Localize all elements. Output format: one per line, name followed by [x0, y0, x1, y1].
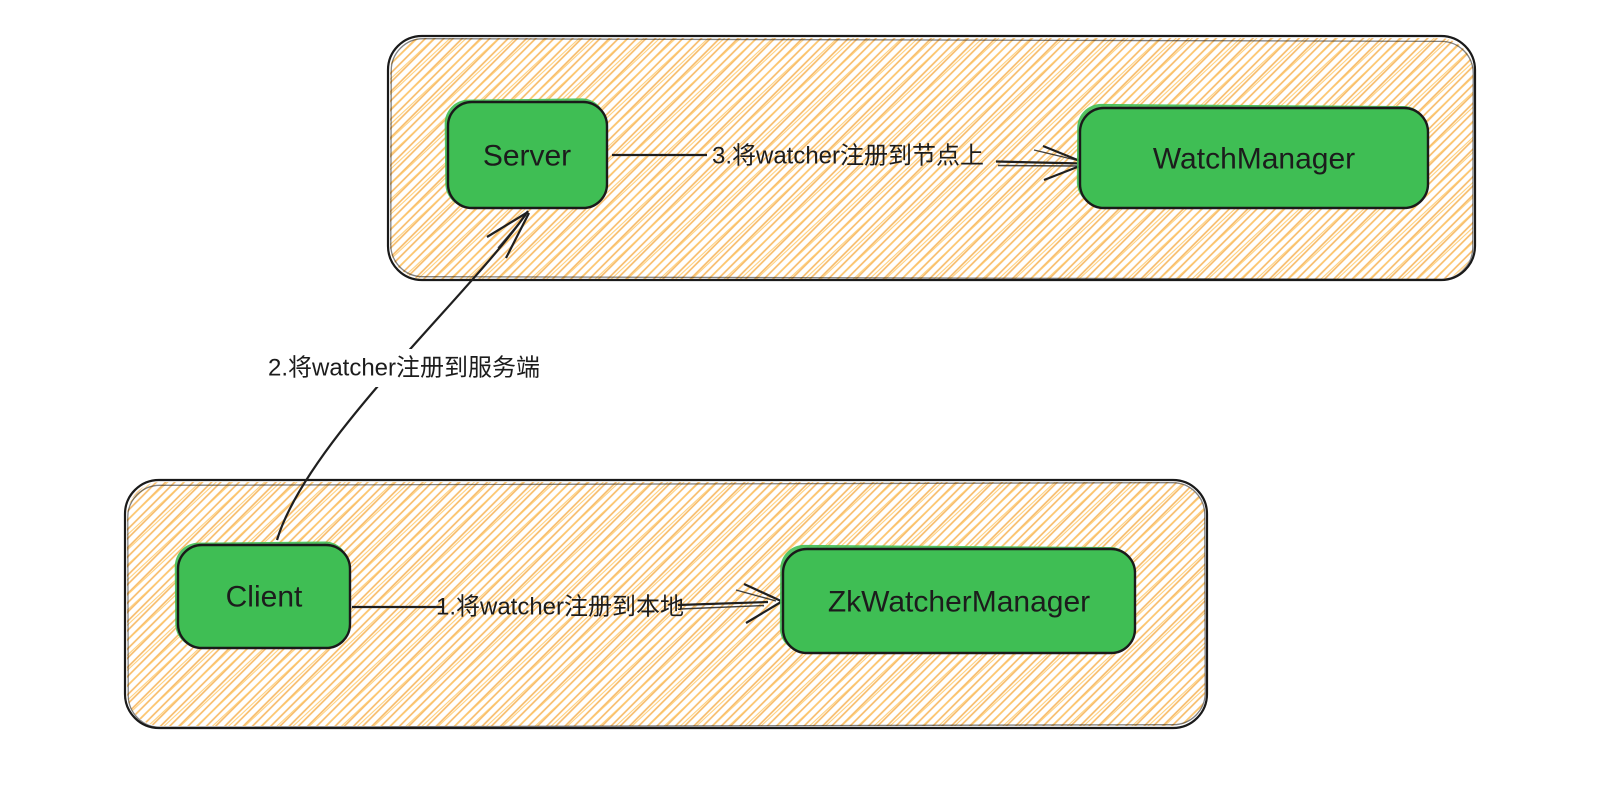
- server-group-container: [386, 34, 1477, 282]
- client-group-container: [123, 478, 1209, 730]
- edge-register-local-line-right-sketch: [679, 604, 765, 610]
- edge-register-local-line-right: [677, 600, 769, 607]
- node-server-label: Server: [483, 140, 571, 173]
- node-watch-manager-label: WatchManager: [1153, 143, 1355, 176]
- node-zk-watcher-manager-label: ZkWatcherManager: [828, 586, 1090, 619]
- edge-register-local-arrowhead-lower: [745, 601, 782, 624]
- node-client-label: Client: [226, 581, 303, 614]
- edge-register-node-arrowhead-upper-sketch: [1033, 149, 1081, 162]
- edge-register-server-arrowhead-right: [505, 212, 530, 259]
- edge-register-server: 2.将watcher注册到服务端: [256, 210, 552, 541]
- edge-register-local-arrowhead-upper-sketch: [735, 589, 777, 602]
- edge-register-local-arrowhead-upper: [743, 583, 782, 602]
- node-zk-watcher-manager-box: [781, 547, 1137, 655]
- node-watch-manager: WatchManager: [1076, 103, 1430, 210]
- edge-register-node-line-right: [995, 160, 1083, 165]
- node-server-box: [446, 100, 609, 210]
- node-server: Server: [444, 98, 609, 210]
- server-group-border: [386, 34, 1477, 282]
- edge-register-server-arrowhead-left: [486, 211, 529, 238]
- edge-label-register-server-mask: [256, 349, 552, 387]
- edge-register-node: 3.将watcher注册到节点上: [612, 143, 1086, 182]
- server-group-hatch2: [390, 38, 1473, 279]
- edge-label-register-server: 2.将watcher注册到服务端: [268, 355, 540, 382]
- edge-register-node-line-right-sketch: [997, 164, 1079, 167]
- node-zk-watcher-manager: ZkWatcherManager: [779, 544, 1137, 655]
- server-group-border-sketch: [390, 38, 1474, 280]
- edge-register-server-arrowhead-sketch: [497, 214, 527, 249]
- node-watch-manager-box: [1078, 106, 1430, 210]
- client-group-border-sketch: [127, 482, 1206, 728]
- node-client: Client: [174, 541, 352, 650]
- edge-label-register-local: 1.将watcher注册到本地: [436, 594, 684, 621]
- node-client-box: [176, 543, 352, 650]
- edge-register-local: 1.将watcher注册到本地: [352, 583, 782, 624]
- edge-label-register-node: 3.将watcher注册到节点上: [712, 143, 984, 170]
- client-group-border: [123, 478, 1209, 730]
- client-group-hatch2: [127, 482, 1205, 726]
